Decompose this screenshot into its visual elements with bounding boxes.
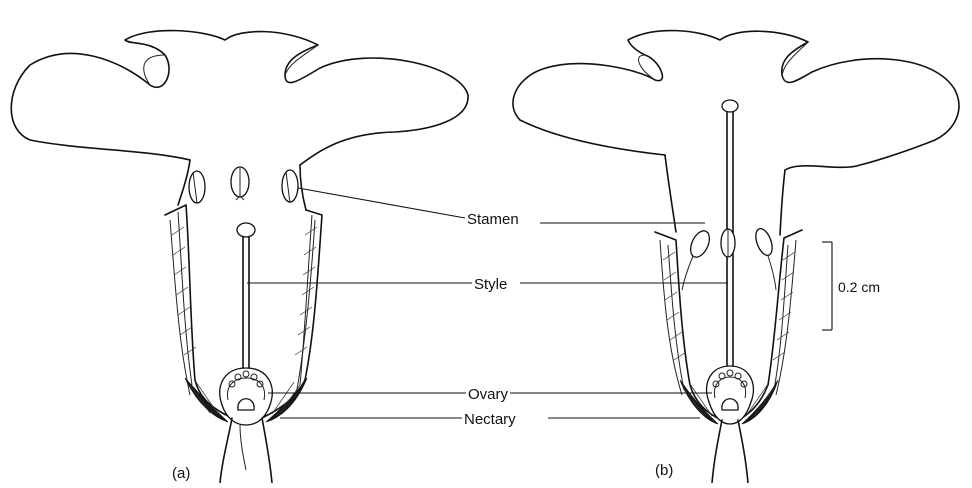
- flower-b-stigma: [722, 100, 738, 112]
- flower-b-corolla: [513, 31, 959, 170]
- flower-a-stigma: [237, 223, 255, 237]
- flower-b-stamens: [682, 226, 776, 290]
- label-ovary: Ovary: [468, 386, 509, 403]
- panel-label-b: (b): [655, 462, 673, 479]
- flower-a-stamens: [189, 167, 298, 203]
- flower-a: [11, 31, 468, 483]
- flower-a-style: [243, 236, 249, 368]
- flower-a-corolla: [11, 31, 468, 165]
- flower-b: [513, 31, 959, 483]
- label-nectary: Nectary: [464, 411, 516, 428]
- label-stamen: Stamen: [467, 211, 519, 228]
- scale-bar-label: 0.2 cm: [838, 279, 880, 295]
- panel-label-a: (a): [172, 465, 190, 482]
- scale-bar: [822, 242, 832, 330]
- label-style: Style: [474, 276, 507, 293]
